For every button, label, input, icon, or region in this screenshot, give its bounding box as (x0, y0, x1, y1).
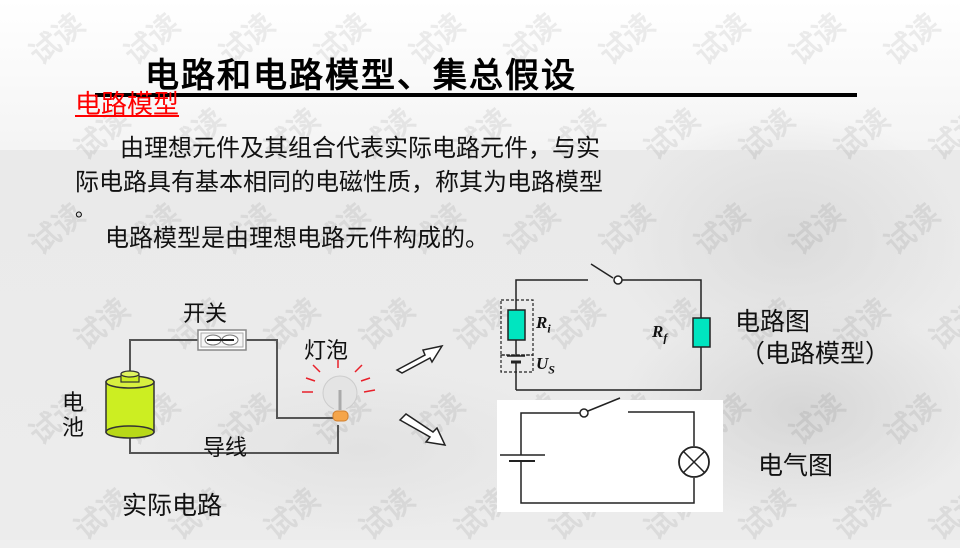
us-symbol-label: US (536, 354, 555, 377)
electrical-diagram-label: 电气图 (758, 452, 834, 480)
section-subtitle: 电路模型 (75, 90, 180, 119)
battery-label-line2: 池 (62, 415, 85, 440)
paragraph-line-1: 由理想元件及其组合代表实际电路元件，与实 (120, 135, 600, 162)
background-dish-shape (610, 110, 960, 370)
paragraph-line-3: 。 (75, 199, 95, 221)
slide-title: 电路和电路模型、集总假设 (145, 56, 577, 96)
circuit-diagram-label: 电路图 (735, 308, 811, 336)
paragraph-line-4: 电路模型是由理想电路元件构成的。 (105, 225, 489, 252)
arrow-up-right-icon (395, 344, 444, 374)
title-underline-rule (95, 93, 857, 97)
resistor-ri-icon (507, 309, 526, 341)
light-bulb-icon (302, 360, 376, 422)
electrical-diagram (500, 397, 710, 504)
rf-symbol-label: Rf (652, 322, 668, 345)
battery-icon (105, 370, 155, 439)
switch-label: 开关 (183, 301, 228, 326)
arrow-down-right-icon (398, 413, 447, 446)
real-circuit-caption: 实际电路 (122, 492, 223, 520)
circuit-model-diagram (500, 263, 702, 391)
real-circuit-wires (129, 339, 339, 454)
ri-symbol-label: Ri (536, 313, 551, 336)
wire-label: 导线 (203, 435, 248, 460)
bulb-label: 灯泡 (304, 338, 349, 363)
circuit-model-label: （电路模型） (740, 340, 891, 368)
battery-label-line1: 电 (62, 390, 85, 415)
real-switch-icon (197, 329, 247, 351)
paragraph-line-2: 际电路具有基本相同的电磁性质，称其为电路模型 (75, 169, 603, 196)
resistor-rf-icon (692, 317, 711, 348)
